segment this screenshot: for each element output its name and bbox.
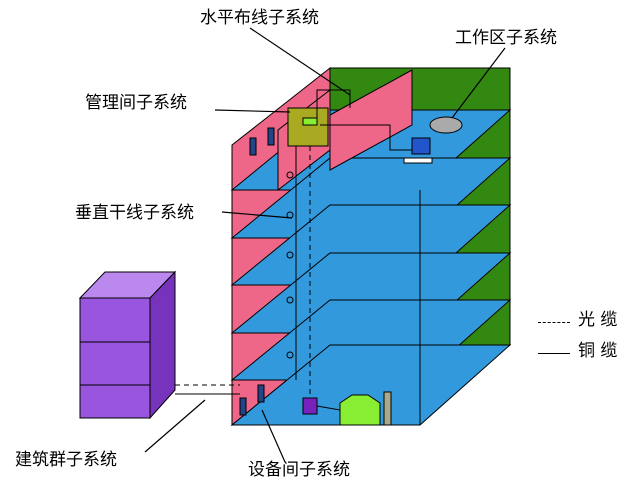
label-equipment-subsystem: 设备间子系统 xyxy=(248,460,350,480)
telephone-icon xyxy=(429,116,463,134)
wall-outlet-3 xyxy=(286,251,294,259)
rack-cabinet-4 xyxy=(257,384,265,403)
wall-outlet-4 xyxy=(286,296,294,304)
horizontal-copper-cable xyxy=(316,89,351,118)
label-admin-subsystem: 管理间子系统 xyxy=(85,93,187,113)
equipment-cylinder xyxy=(383,391,392,426)
legend-copper-line xyxy=(538,353,570,354)
computer-keyboard-icon xyxy=(403,157,433,164)
rack-cabinet-3 xyxy=(239,397,247,416)
admin-room-box xyxy=(287,107,329,147)
arrow-horizontal xyxy=(249,27,351,96)
arrow-vertical xyxy=(221,211,293,219)
arrow-equipment xyxy=(261,409,286,463)
partition-wall-right xyxy=(329,69,413,171)
label-campus-subsystem: 建筑群子系统 xyxy=(15,450,117,470)
computer-monitor-icon xyxy=(411,137,431,155)
campus-box-front xyxy=(79,297,151,419)
legend-copper-label: 铜 缆 xyxy=(578,341,618,361)
arrow-work-area xyxy=(451,47,506,119)
arrow-admin xyxy=(214,109,291,113)
campus-box-side xyxy=(149,270,176,420)
equipment-box xyxy=(339,394,381,426)
legend-fiber-line xyxy=(538,322,570,323)
label-vertical-subsystem: 垂直干线子系统 xyxy=(75,203,194,223)
equipment-switch xyxy=(302,397,318,415)
arrow-campus xyxy=(144,399,206,453)
wall-outlet-5 xyxy=(286,351,294,359)
legend-fiber-label: 光 缆 xyxy=(578,310,618,330)
horizontal-copper-cable-2 xyxy=(320,124,420,151)
equipment-cable xyxy=(316,405,341,411)
admin-patch-panel xyxy=(302,117,318,126)
rack-cabinet-2 xyxy=(267,127,275,146)
label-work-area-subsystem: 工作区子系统 xyxy=(455,28,557,48)
rack-cabinet-1 xyxy=(249,137,257,156)
wall-outlet-1 xyxy=(286,171,294,179)
label-horizontal-subsystem: 水平布线子系统 xyxy=(200,8,319,28)
